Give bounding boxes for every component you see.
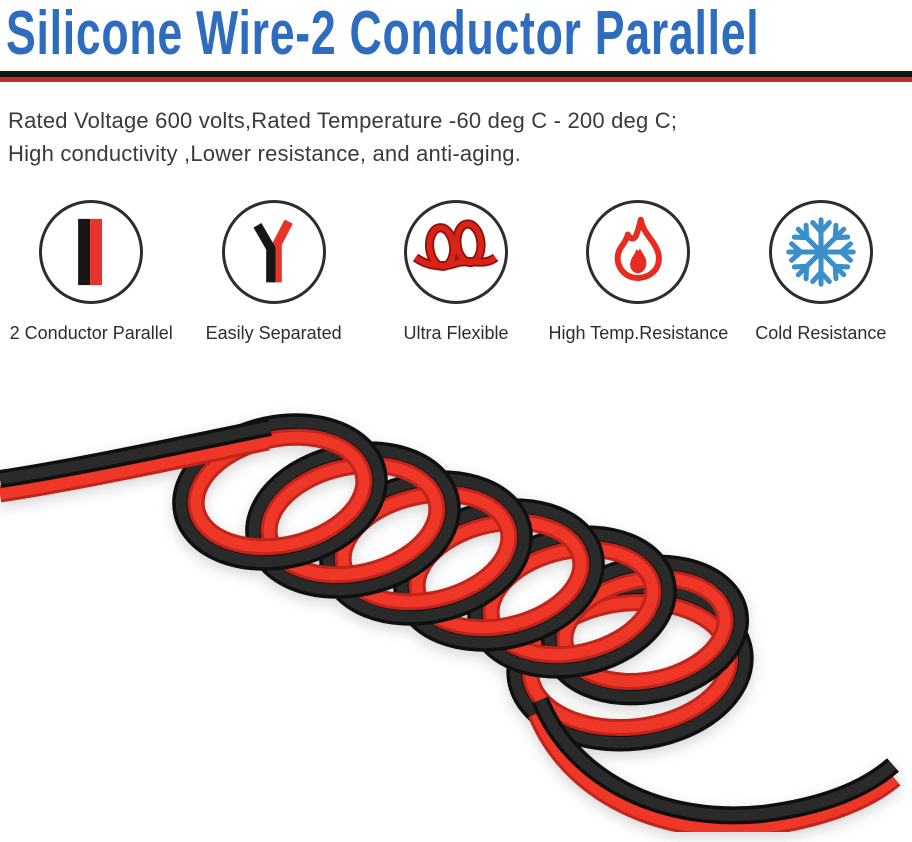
feature-ultra-flexible: Ultra Flexible [365, 200, 547, 344]
y-split-icon [221, 200, 326, 304]
flame-icon [586, 200, 691, 304]
page-title: Silicone Wire-2 Conductor Parallel [6, 0, 760, 68]
wire-tail [0, 421, 272, 485]
wire-loop [411, 516, 587, 634]
wire-tail [534, 697, 897, 821]
feature-row: 2 Conductor Parallel Easily Separated [0, 200, 912, 344]
wire-tail [530, 711, 899, 832]
feature-label: Cold Resistance [755, 323, 887, 343]
divider-red-stripe [0, 77, 912, 82]
divider-black-stripe [0, 71, 912, 77]
feature-label: 2 Conductor Parallel [9, 323, 173, 343]
description-line1: Rated Voltage 600 volts,Rated Temperatur… [8, 108, 678, 133]
feature-2-conductor-parallel: 2 Conductor Parallel [0, 200, 182, 344]
product-photo-wire-coil [0, 413, 901, 832]
description: Rated Voltage 600 volts,Rated Temperatur… [8, 104, 912, 170]
feature-high-temp-resistance: High Temp.Resistance [547, 200, 729, 344]
wire-tail [0, 436, 270, 500]
snowflake-icon [768, 200, 873, 304]
description-line2: High conductivity ,Lower resistance, and… [8, 141, 522, 166]
feature-label: Ultra Flexible [403, 323, 509, 343]
wire-loop [190, 431, 370, 553]
feature-label: High Temp.Resistance [548, 323, 729, 343]
feature-easily-separated: Easily Separated [182, 200, 364, 344]
coil-icon [404, 200, 509, 304]
wire-loop [559, 573, 731, 687]
feature-cold-resistance: Cold Resistance [730, 200, 912, 344]
wire-loop [263, 459, 443, 581]
wire-loop [337, 488, 515, 608]
parallel-bars-icon [39, 200, 144, 304]
feature-label: Easily Separated [205, 323, 342, 343]
divider [0, 71, 912, 82]
